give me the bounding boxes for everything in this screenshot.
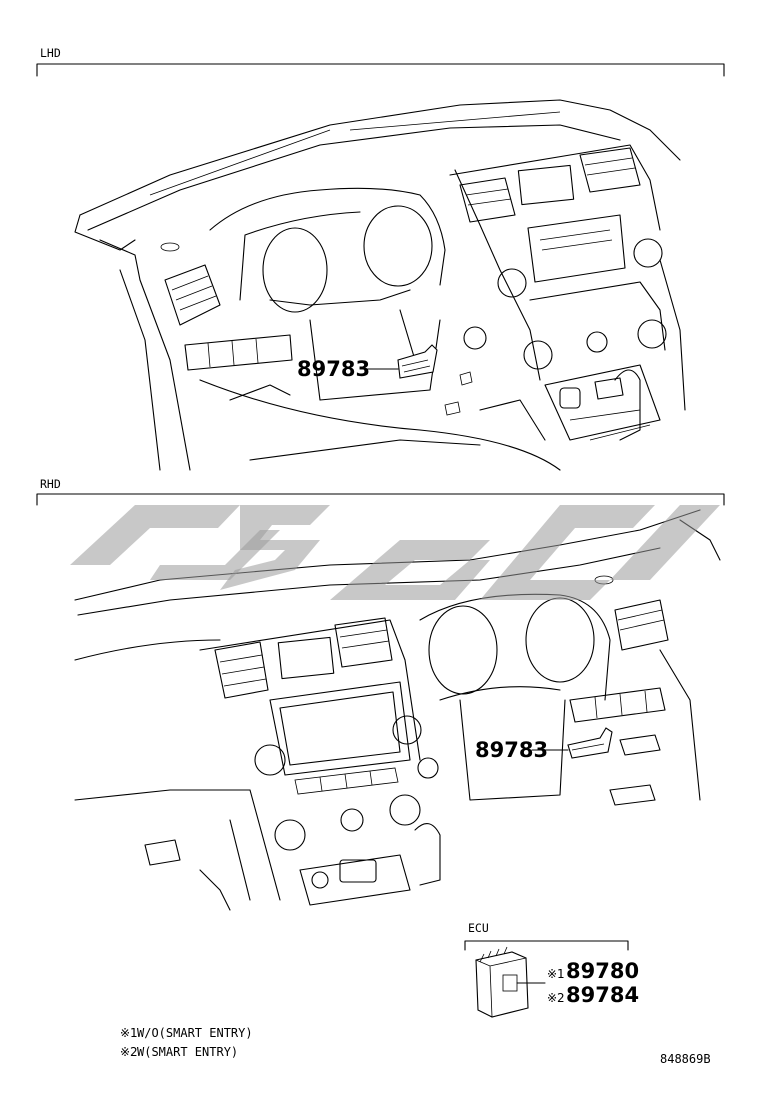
lhd-part-89783: 89783 (297, 344, 438, 381)
lhd-part-number: 89783 (297, 357, 370, 381)
ecu-section: ECU ※1 89780 ※2 89784 (464, 921, 639, 1018)
rhd-dashboard-drawing (74, 509, 721, 911)
rhd-section-label: RHD (40, 477, 61, 491)
lhd-dashboard-drawing (74, 99, 686, 471)
rhd-part-89783: 89783 (475, 727, 613, 762)
note-2-text: W(SMART ENTRY) (137, 1045, 238, 1059)
figure-id: 848869B (660, 1052, 711, 1066)
ecu-unit-drawing (475, 946, 529, 1018)
note-1-mark: ※1 (120, 1026, 138, 1040)
lhd-section: LHD (36, 46, 725, 471)
note-1-text: W/O(SMART ENTRY) (137, 1026, 253, 1040)
notes: ※1 W/O(SMART ENTRY) ※2 W(SMART ENTRY) (120, 1026, 253, 1059)
watermark-logo (70, 505, 720, 600)
ecu-label: ECU (468, 921, 489, 935)
ecu-item-1-mark: ※1 (547, 967, 565, 981)
lhd-section-label: LHD (40, 46, 61, 60)
note-2-mark: ※2 (120, 1045, 138, 1059)
rhd-section: RHD (36, 477, 725, 911)
rhd-part-number: 89783 (475, 738, 548, 762)
ecu-item-2-part-number: 89784 (566, 983, 639, 1007)
ecu-bracket (464, 940, 629, 951)
rhd-section-bracket (36, 493, 725, 506)
ecu-item-2-mark: ※2 (547, 991, 565, 1005)
ecu-item-1-part-number: 89780 (566, 959, 639, 983)
lhd-section-bracket (36, 63, 725, 77)
